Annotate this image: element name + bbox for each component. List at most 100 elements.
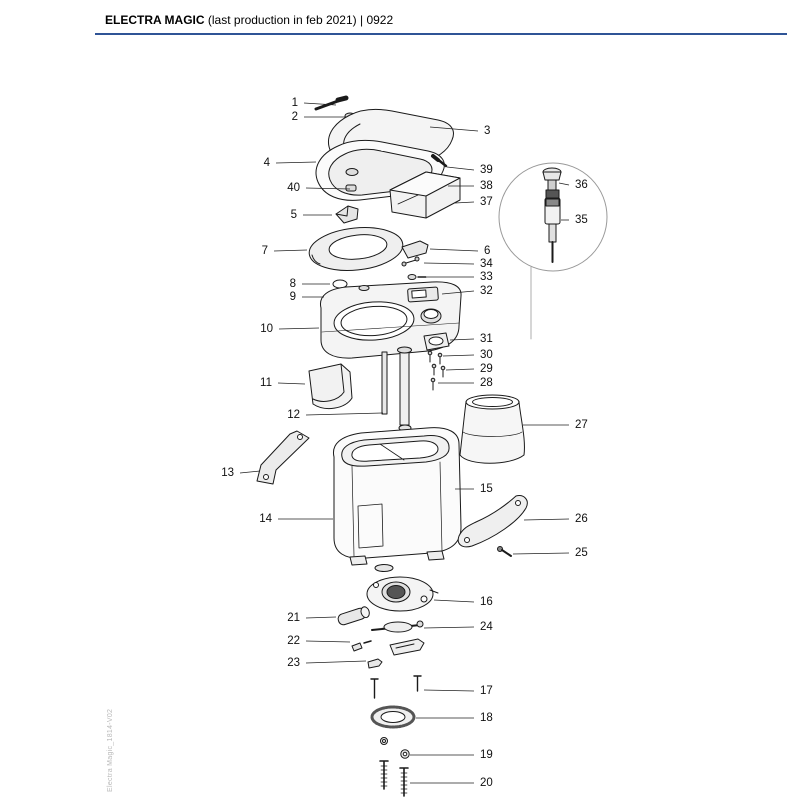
callout-label-26: 26 [575, 513, 588, 525]
callout-label-25: 25 [575, 547, 588, 559]
part-screws-29 [431, 363, 446, 378]
callout-label-6: 6 [484, 245, 490, 257]
part-roller-21 [337, 606, 370, 626]
detail-circle [498, 162, 608, 340]
callout-label-13: 13 [221, 467, 234, 479]
callout-leader-32 [441, 290, 475, 295]
callout-leader-21 [305, 616, 337, 619]
callout-label-21: 21 [287, 612, 300, 624]
callout-leader-39 [446, 166, 475, 171]
callout-label-23: 23 [287, 657, 300, 669]
part-screw-25 [497, 546, 512, 557]
callout-label-18: 18 [480, 712, 493, 724]
header-rule [95, 33, 787, 35]
diagram-artwork [256, 95, 608, 797]
part-bellows [459, 394, 525, 464]
part-corner-pocket [308, 363, 353, 410]
callout-label-4: 4 [264, 157, 271, 169]
callout-label-20: 20 [480, 777, 493, 789]
callout-leader-6 [429, 248, 479, 252]
callout-label-19: 19 [480, 749, 493, 761]
callout-label-37: 37 [480, 196, 493, 208]
part-pump-flange [366, 576, 439, 612]
callout-leader-12 [305, 412, 384, 416]
callout-leader-3 [429, 126, 479, 132]
callout-label-10: 10 [260, 323, 273, 335]
callout-leader-40 [305, 187, 351, 190]
callout-label-34: 34 [480, 258, 493, 270]
part-clip-23 [367, 658, 383, 669]
part-latch [345, 184, 357, 192]
callout-label-24: 24 [480, 621, 493, 633]
callout-label-22: 22 [287, 635, 300, 647]
part-seat [308, 227, 404, 271]
part-screws-17 [370, 675, 422, 699]
callout-label-5: 5 [291, 209, 297, 221]
part-holding-tank [332, 427, 462, 572]
part-screws-30 [427, 350, 443, 365]
part-skid-26 [457, 495, 528, 548]
callout-label-36: 36 [575, 179, 588, 191]
part-ring-18 [370, 705, 416, 729]
callout-label-35: 35 [575, 214, 588, 226]
callout-label-29: 29 [480, 363, 493, 375]
callout-label-17: 17 [480, 685, 493, 697]
page-title: ELECTRA MAGIC (last production in feb 20… [105, 13, 393, 27]
callout-label-28: 28 [480, 377, 493, 389]
callout-label-14: 14 [259, 513, 272, 525]
callout-label-3: 3 [484, 125, 490, 137]
callout-leader-10 [278, 327, 320, 330]
callout-label-40: 40 [287, 182, 300, 194]
callout-leader-7 [273, 249, 308, 252]
callout-leader-16 [433, 599, 475, 603]
page-title-subtitle: (last production in feb 2021) | 0922 [204, 13, 394, 27]
callout-label-39: 39 [480, 164, 493, 176]
part-clips-22 [351, 638, 425, 656]
part-bracket-13 [256, 430, 310, 485]
callout-leader-11 [277, 382, 306, 385]
callout-label-9: 9 [290, 291, 296, 303]
callout-label-12: 12 [287, 409, 300, 421]
callout-leader-31 [449, 338, 475, 341]
callout-label-2: 2 [292, 111, 298, 123]
callout-label-30: 30 [480, 349, 493, 361]
callout-label-27: 27 [575, 419, 588, 431]
callout-leader-22 [305, 640, 351, 643]
callout-label-38: 38 [480, 180, 493, 192]
callout-leader-17 [423, 689, 475, 692]
callout-label-32: 32 [480, 285, 493, 297]
callout-leader-30 [442, 354, 475, 357]
part-bolts-20 [379, 760, 409, 797]
part-screws-34 [401, 256, 420, 267]
callout-leader-13 [239, 470, 261, 474]
callout-leader-1 [303, 102, 337, 106]
callout-leader-24 [423, 626, 475, 629]
callout-leader-34 [423, 262, 475, 265]
part-tubes-12 [381, 346, 412, 432]
part-screw-28 [430, 377, 436, 391]
page-title-product: ELECTRA MAGIC [105, 13, 205, 27]
part-fitting-33 [407, 274, 427, 280]
callout-label-11: 11 [260, 377, 272, 389]
callout-leader-26 [523, 518, 570, 521]
callout-leader-23 [305, 660, 367, 664]
callout-leader-36 [558, 182, 570, 186]
callout-leader-25 [512, 552, 570, 555]
part-pin-39 [431, 154, 448, 168]
part-pump-detail [542, 167, 562, 263]
callout-leader-29 [445, 368, 475, 371]
part-flange-31 [423, 332, 450, 351]
part-wedge-cap [335, 205, 359, 224]
callout-leader-37 [454, 201, 475, 204]
callout-label-8: 8 [290, 278, 296, 290]
part-cap-container [389, 171, 461, 219]
callout-label-33: 33 [480, 271, 493, 283]
callout-label-1: 1 [292, 97, 298, 109]
callout-leader-4 [275, 161, 317, 164]
callout-label-16: 16 [480, 596, 493, 608]
callout-label-15: 15 [480, 483, 493, 495]
part-bracket-6 [401, 240, 429, 259]
